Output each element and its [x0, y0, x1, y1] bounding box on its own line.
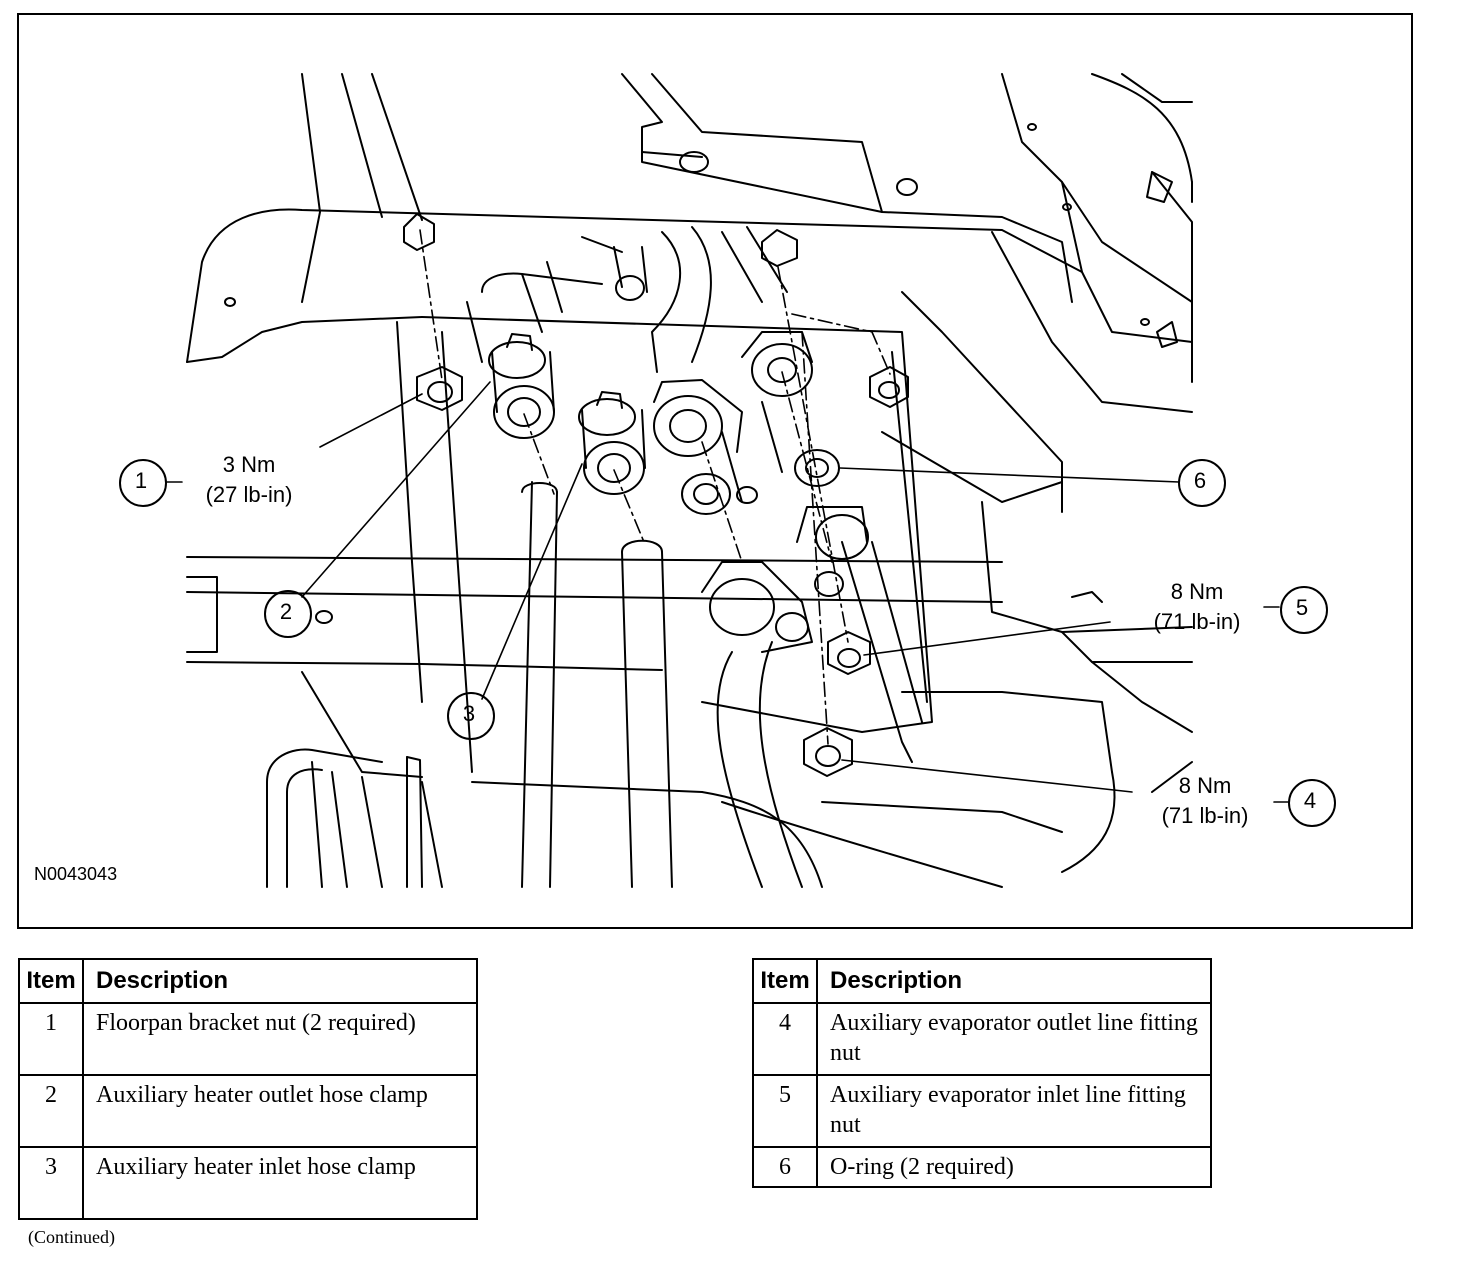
- item-number: 5: [752, 1074, 818, 1148]
- column-header-item: Item: [18, 958, 84, 1004]
- item-description: Auxiliary heater inlet hose clamp: [82, 1146, 478, 1220]
- item-description: Auxiliary heater outlet hose clamp: [82, 1074, 478, 1148]
- item-number: 2: [18, 1074, 84, 1148]
- torque-label-5: 8 Nm (71 lb-in): [1132, 577, 1262, 637]
- alignment-lines: [419, 229, 891, 745]
- column-header-description: Description: [816, 958, 1212, 1004]
- item-description: Auxiliary evaporator inlet line fitting …: [816, 1074, 1212, 1148]
- item-description: Floorpan bracket nut (2 required): [82, 1002, 478, 1076]
- torque-value: 3 Nm: [222, 452, 276, 477]
- figure-id: N0043043: [34, 864, 118, 884]
- torque-label-4: 8 Nm (71 lb-in): [1140, 771, 1270, 831]
- column-header-description: Description: [82, 958, 478, 1004]
- table-header-row: Item Description: [18, 958, 478, 1004]
- table-row: 5 Auxiliary evaporator inlet line fittin…: [752, 1074, 1212, 1148]
- callout-number-2: 2: [279, 599, 293, 624]
- callout-circles: [119, 459, 1336, 827]
- torque-value-alt: (71 lb-in): [1153, 609, 1241, 634]
- table-row: 3 Auxiliary heater inlet hose clamp: [18, 1146, 478, 1220]
- item-number: 6: [752, 1146, 818, 1188]
- table-row: 2 Auxiliary heater outlet hose clamp: [18, 1074, 478, 1148]
- item-number: 3: [18, 1146, 84, 1220]
- continued-note: (Continued): [28, 1227, 115, 1247]
- callout-number-4: 4: [1303, 788, 1317, 813]
- item-description: Auxiliary evaporator outlet line fitting…: [816, 1002, 1212, 1076]
- item-number: 4: [752, 1002, 818, 1076]
- callout-number-5: 5: [1295, 595, 1309, 620]
- nuts: [403, 213, 909, 777]
- callout-number-3: 3: [462, 701, 476, 726]
- table-header-row: Item Description: [752, 958, 1212, 1004]
- body-panels: [186, 73, 1193, 888]
- callout-number-1: 1: [134, 468, 148, 493]
- column-header-item: Item: [752, 958, 818, 1004]
- torque-value-alt: (27 lb-in): [205, 482, 293, 507]
- line-drawing: [119, 73, 1336, 888]
- hoses-and-lines: [466, 226, 923, 888]
- table-row: 6 O-ring (2 required): [752, 1146, 1212, 1188]
- item-number: 1: [18, 1002, 84, 1076]
- parts-table-2: Item Description 4 Auxiliary evaporator …: [752, 958, 1212, 1188]
- table-row: 1 Floorpan bracket nut (2 required): [18, 1002, 478, 1076]
- callout-number-6: 6: [1193, 468, 1207, 493]
- torque-value: 8 Nm: [1170, 579, 1224, 604]
- bracket-plate: [421, 316, 933, 773]
- item-description: O-ring (2 required): [816, 1146, 1212, 1188]
- torque-value-alt: (71 lb-in): [1161, 803, 1249, 828]
- table-row: 4 Auxiliary evaporator outlet line fitti…: [752, 1002, 1212, 1076]
- fittings: [488, 331, 869, 653]
- parts-table-1: Item Description 1 Floorpan bracket nut …: [18, 958, 478, 1220]
- figure-frame: [17, 13, 1413, 929]
- leader-lines: [166, 381, 1289, 803]
- torque-label-1: 3 Nm (27 lb-in): [184, 450, 314, 510]
- torque-value: 8 Nm: [1178, 773, 1232, 798]
